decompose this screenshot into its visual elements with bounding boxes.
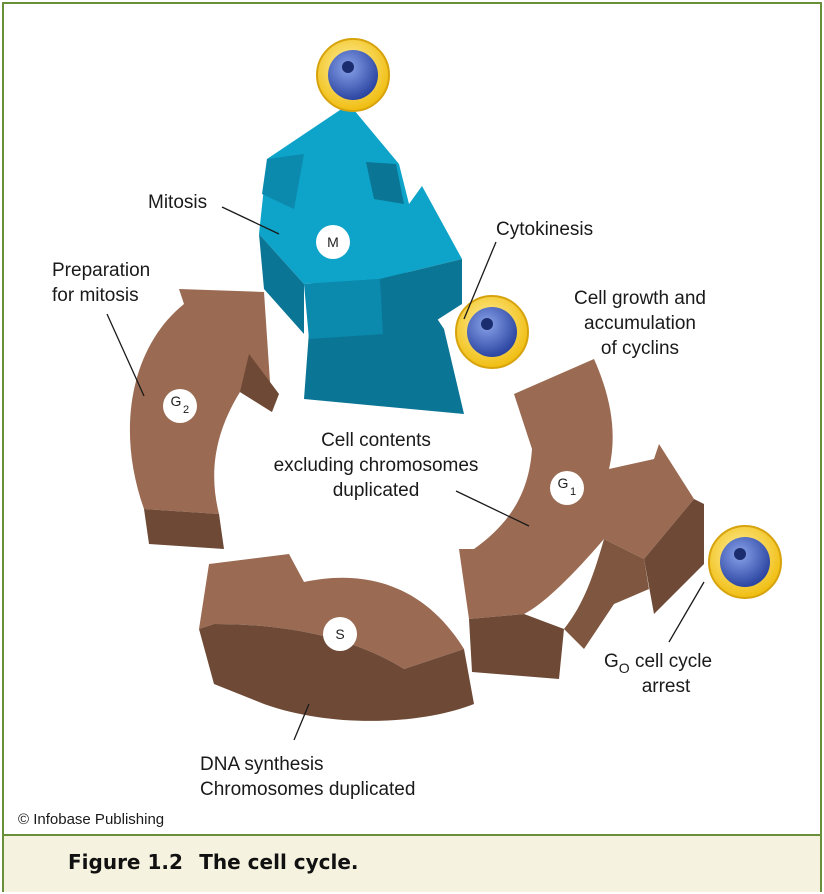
leader-preparation bbox=[106, 313, 145, 397]
leader-cytokinesis bbox=[463, 241, 497, 320]
leader-mitosis bbox=[221, 206, 280, 235]
svg-text:GO cell cycle: GO cell cycle bbox=[604, 651, 712, 676]
g1-arrow bbox=[459, 359, 704, 679]
cell-cytokinesis bbox=[455, 295, 529, 369]
badge-g1: G 1 bbox=[550, 471, 584, 505]
label-growth-2: accumulation bbox=[584, 313, 696, 334]
svg-text:2: 2 bbox=[183, 404, 189, 416]
svg-text:S: S bbox=[335, 626, 344, 642]
leader-g0 bbox=[668, 581, 705, 643]
caption-bar: Figure 1.2 The cell cycle. bbox=[4, 834, 820, 892]
label-contents-2: excluding chromosomes bbox=[274, 455, 479, 476]
figure-number: Figure 1.2 bbox=[68, 850, 183, 874]
credit-text: © Infobase Publishing bbox=[18, 811, 164, 828]
svg-text:G: G bbox=[558, 475, 569, 491]
s-arrow bbox=[199, 554, 474, 721]
svg-text:1: 1 bbox=[570, 486, 576, 498]
label-g0: GO cell cycle arrest bbox=[604, 651, 712, 697]
svg-text:M: M bbox=[327, 234, 339, 250]
label-dna-2: Chromosomes duplicated bbox=[200, 779, 415, 800]
cell-top bbox=[316, 38, 390, 112]
figure-caption: Figure 1.2 The cell cycle. bbox=[68, 850, 359, 874]
cell-g0 bbox=[708, 525, 782, 599]
label-contents-3: duplicated bbox=[333, 480, 420, 501]
badge-s: S bbox=[323, 617, 357, 651]
figure-title: The cell cycle. bbox=[199, 850, 359, 874]
label-growth-3: of cyclins bbox=[601, 338, 679, 359]
cell-cycle-diagram: M G 2 S G 1 Mitosis Cytokinesis Prepa bbox=[18, 38, 782, 828]
label-preparation-2: for mitosis bbox=[52, 285, 139, 306]
leader-lines bbox=[106, 206, 705, 741]
label-dna-1: DNA synthesis bbox=[200, 754, 324, 775]
label-contents-1: Cell contents bbox=[321, 430, 431, 451]
leader-contents bbox=[455, 490, 530, 527]
label-preparation-1: Preparation bbox=[52, 260, 150, 281]
mitosis-arrow bbox=[259, 104, 464, 414]
svg-text:G: G bbox=[171, 393, 182, 409]
leader-dna bbox=[293, 703, 310, 741]
g2-arrow bbox=[129, 289, 279, 549]
badge-g2: G 2 bbox=[163, 389, 197, 423]
svg-text:arrest: arrest bbox=[642, 676, 691, 697]
label-cytokinesis: Cytokinesis bbox=[496, 219, 593, 240]
label-growth-1: Cell growth and bbox=[574, 288, 706, 309]
label-mitosis: Mitosis bbox=[148, 192, 207, 213]
badge-m: M bbox=[316, 225, 350, 259]
